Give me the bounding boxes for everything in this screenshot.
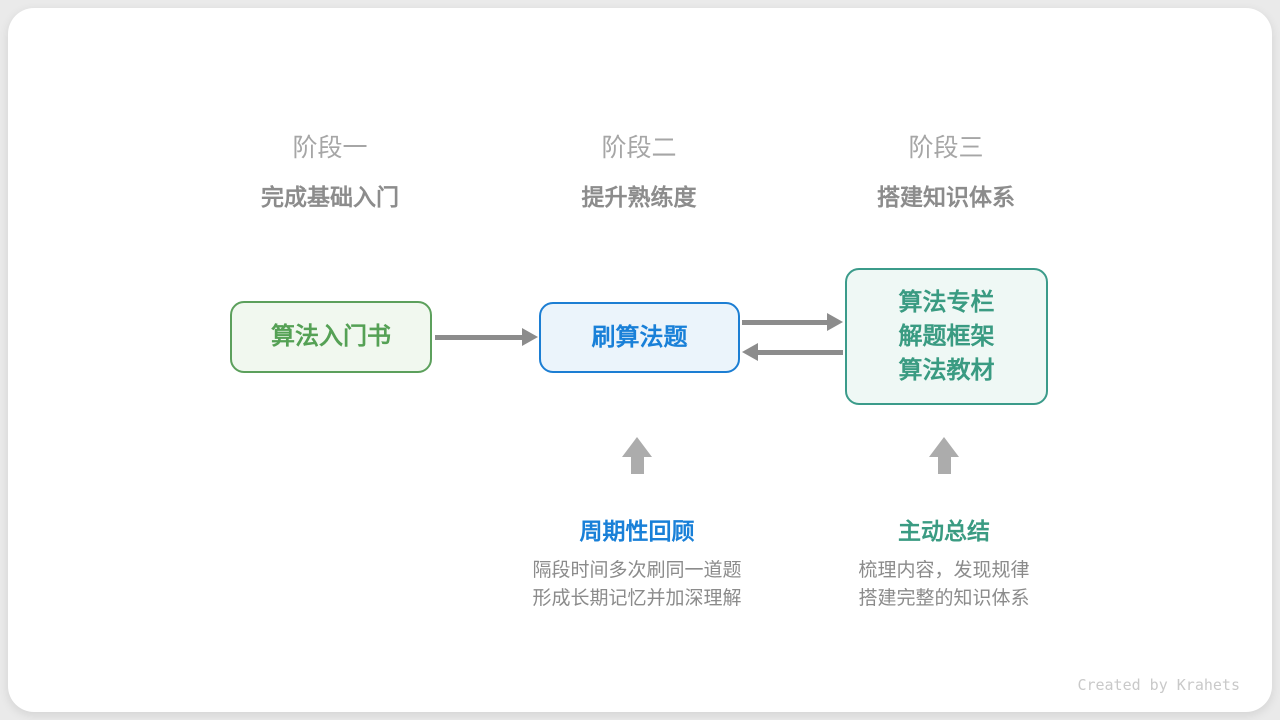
stage-2-label: 阶段二 [601,134,677,162]
stage-3-title: 搭建知识体系 [877,184,1015,210]
annotation-periodic-review-desc: 隔段时间多次刷同一道题 形成长期记忆并加深理解 [487,557,787,613]
credit-text: Created by Krahets [1077,676,1240,694]
up-arrow-periodic-review [622,437,652,474]
node-resources: 算法专栏 解题框架 算法教材 [845,268,1048,405]
stage-2-title: 提升熟练度 [581,184,697,210]
node-beginner-book: 算法入门书 [230,301,432,373]
arrow-left-icon [742,343,758,361]
arrow-up-icon [929,437,959,457]
arrow-practice-to-resources [742,313,843,331]
annotation-line: 梳理内容，发现规律 [858,560,1030,581]
arrow-shaft [758,349,843,355]
annotation-active-summary-desc: 梳理内容，发现规律 搭建完整的知识体系 [794,557,1094,613]
arrow-shaft [630,457,644,474]
arrow-shaft [435,334,522,340]
arrow-book-to-practice [435,328,538,346]
arrow-up-icon [622,437,652,457]
up-arrow-active-summary [929,437,959,474]
arrow-resources-to-practice [742,343,843,361]
arrow-right-icon [827,313,843,331]
annotation-line: 隔段时间多次刷同一道题 [532,560,742,581]
annotation-periodic-review-title: 周期性回顾 [579,518,695,544]
node-resources-line-3: 算法教材 [898,356,995,384]
arrow-shaft [742,319,827,325]
annotation-line: 形成长期记忆并加深理解 [532,588,742,609]
annotation-active-summary-title: 主动总结 [898,518,990,544]
node-beginner-book-label: 算法入门书 [271,323,391,350]
node-resources-line-2: 解题框架 [898,322,995,350]
node-practice-label: 刷算法题 [591,323,688,351]
arrow-right-icon [522,328,538,346]
node-practice: 刷算法题 [539,302,740,373]
stage-1-label: 阶段一 [292,134,368,162]
stage-1-title: 完成基础入门 [261,184,399,210]
node-resources-line-1: 算法专栏 [898,288,995,316]
arrow-shaft [937,457,951,474]
stage-3-label: 阶段三 [908,134,984,162]
annotation-line: 搭建完整的知识体系 [858,588,1030,609]
